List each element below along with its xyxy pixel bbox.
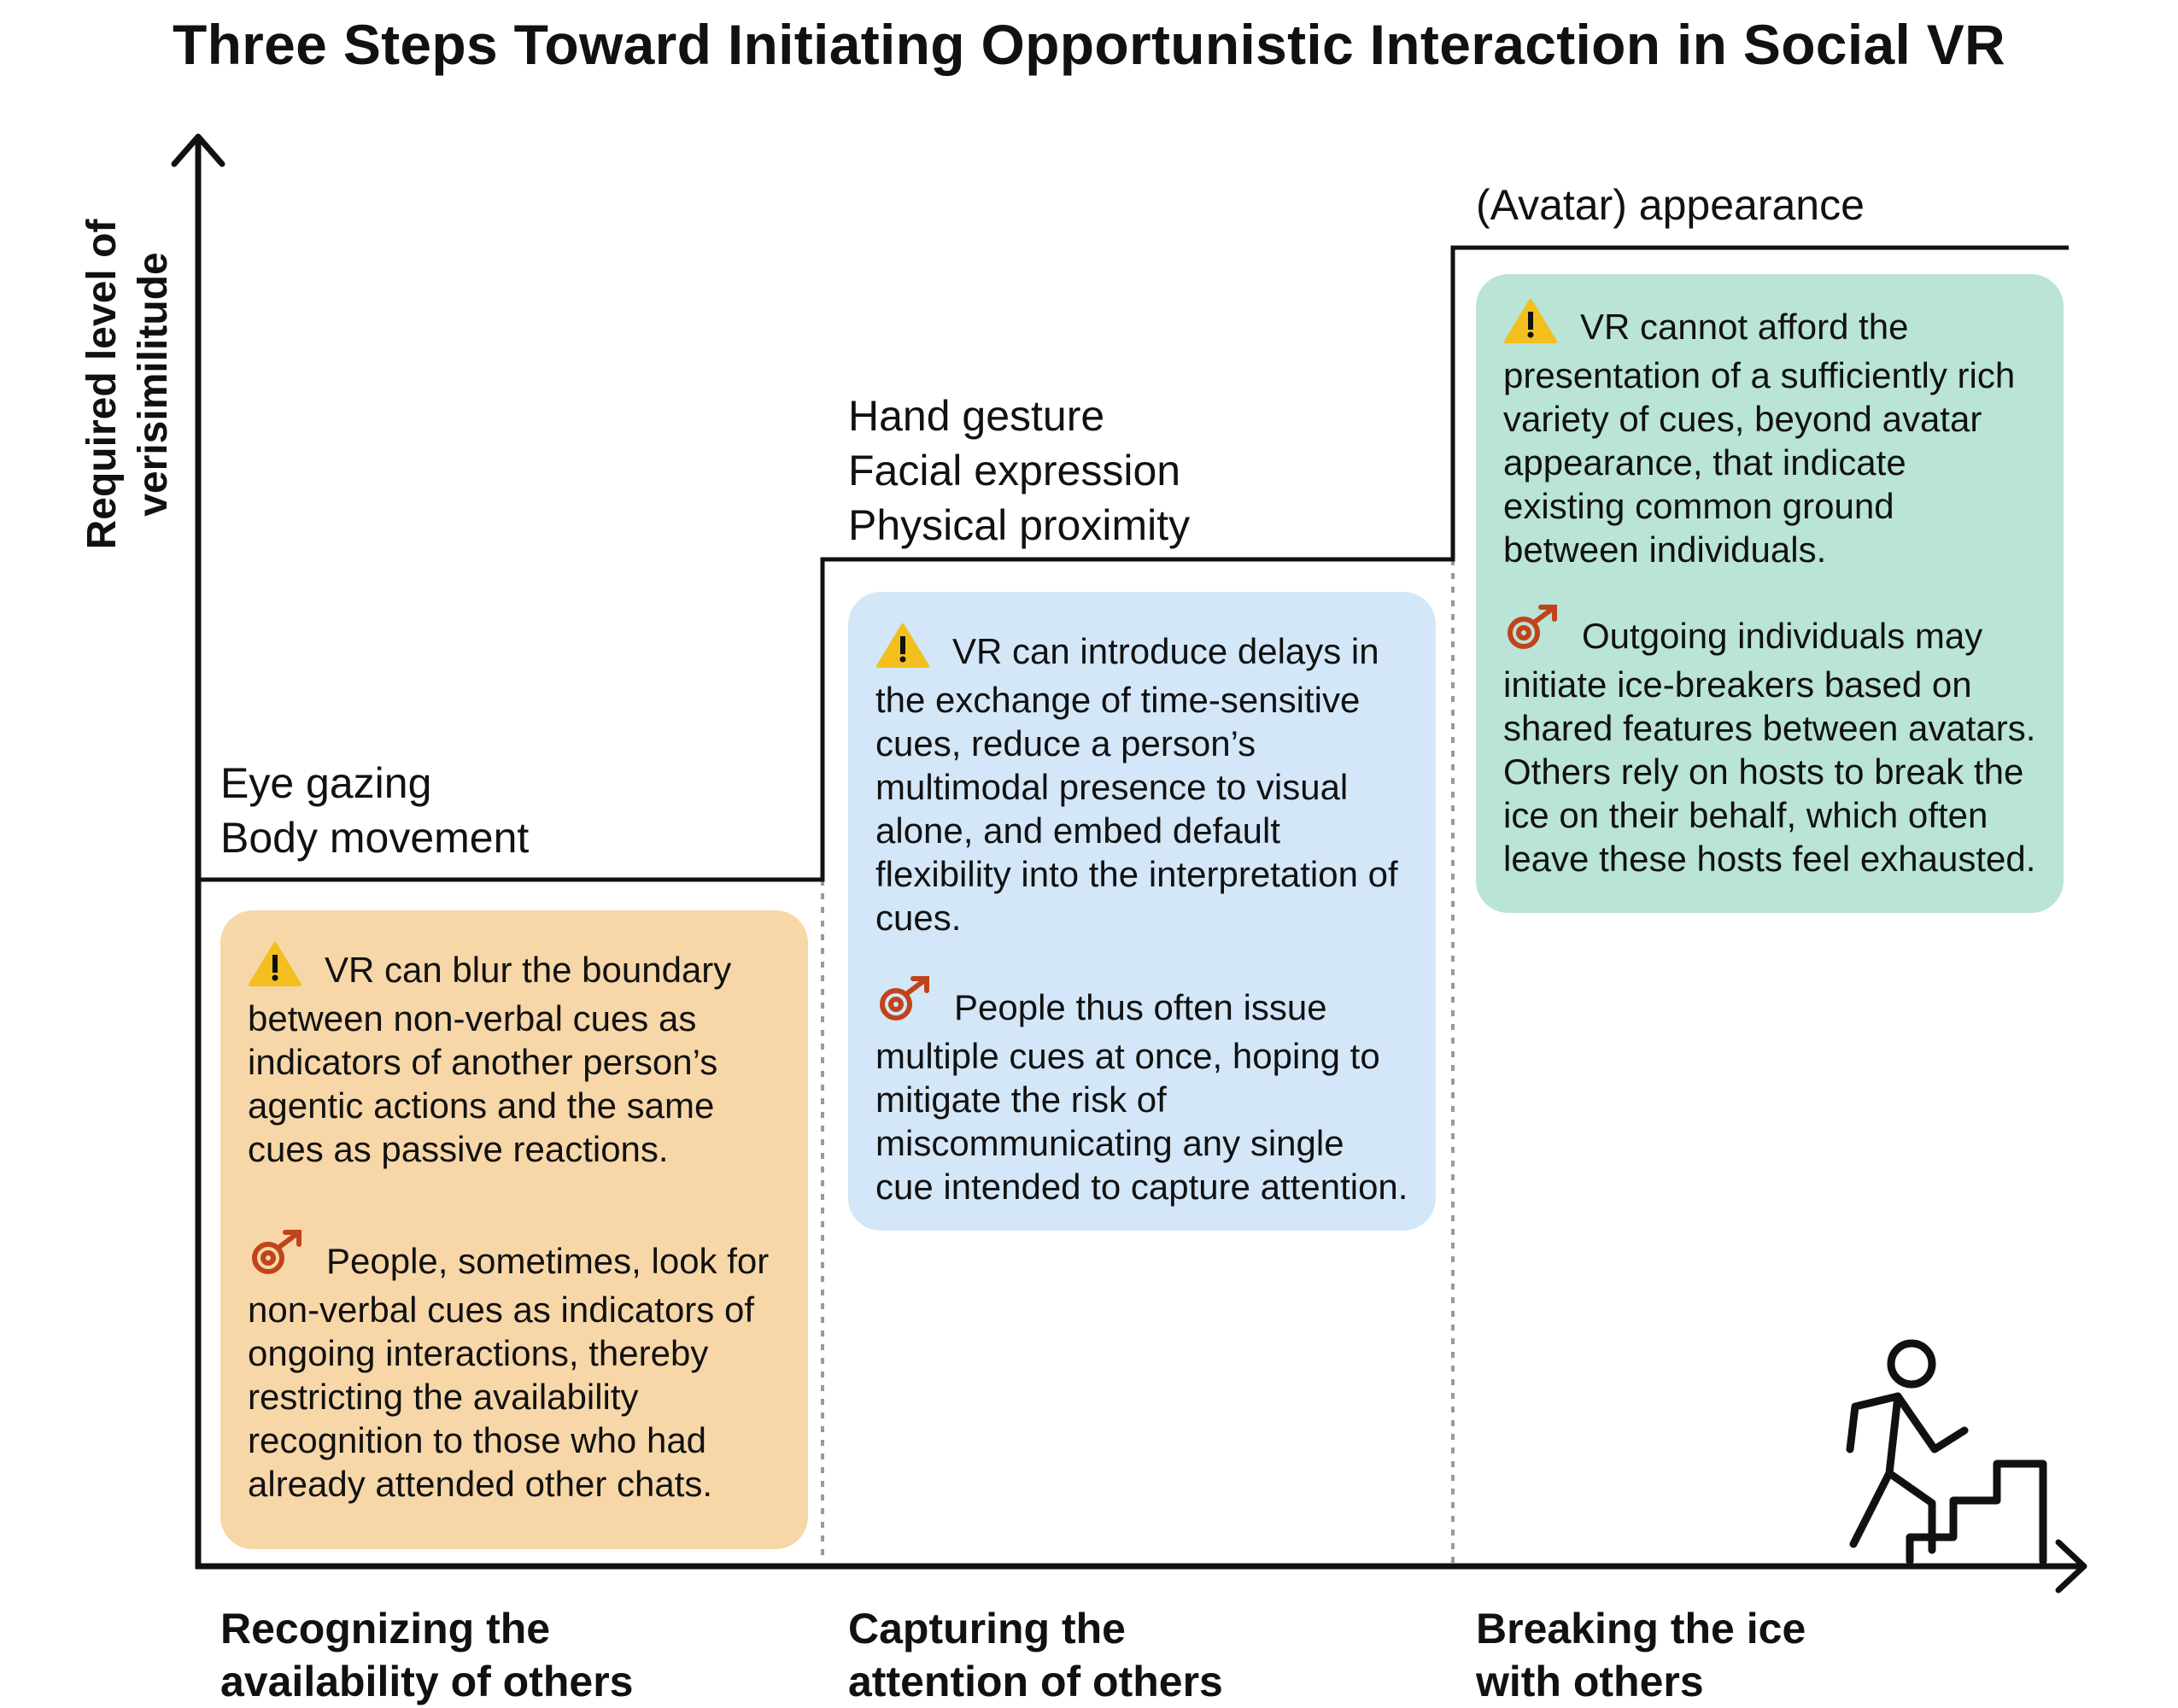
- step-2-cues: Hand gesture Facial expression Physical …: [848, 389, 1190, 553]
- strategy-finding: People thus often issue multiple cues at…: [875, 974, 1408, 1208]
- strategy-text: People thus often issue multiple cues at…: [875, 987, 1408, 1207]
- warning-text: VR can blur the boundary between non-ver…: [248, 950, 732, 1169]
- step-2-label: Capturing the attention of others: [848, 1602, 1223, 1708]
- step-label-line: Capturing the: [848, 1605, 1126, 1652]
- cue: Eye gazing: [220, 759, 432, 807]
- diagram-title: Three Steps Toward Initiating Opportunis…: [172, 13, 2006, 76]
- warning-text: VR can introduce delays in the exchange …: [875, 631, 1398, 938]
- step-2-finding-box: VR can introduce delays in the exchange …: [848, 592, 1436, 1231]
- y-axis-label-line-2: verisimilitude: [131, 252, 176, 517]
- step-3-label: Breaking the ice with others: [1476, 1602, 1806, 1708]
- warning-triangle-icon: [248, 941, 302, 997]
- step-3-finding-box: VR cannot afford the presentation of a s…: [1476, 274, 2064, 913]
- y-axis-label-line-1: Required level of: [79, 219, 125, 550]
- step-label-line: with others: [1476, 1658, 1704, 1705]
- step-1-finding-box: VR can blur the boundary between non-ver…: [220, 910, 808, 1549]
- strategy-finding: Outgoing individuals may initiate ice-br…: [1503, 602, 2036, 880]
- y-axis-arrowhead: [171, 133, 225, 167]
- warning-finding: VR can introduce delays in the exchange …: [875, 623, 1408, 939]
- strategy-finding: People, sometimes, look for non-verbal c…: [248, 1227, 781, 1506]
- male-symbol-strategy-icon: [1503, 602, 1560, 663]
- warning-finding: VR can blur the boundary between non-ver…: [248, 941, 781, 1171]
- male-symbol-strategy-icon: [875, 974, 932, 1034]
- cue: Body movement: [220, 814, 530, 862]
- person-climbing-stairs-icon: [1846, 1339, 2047, 1565]
- strategy-text: Outgoing individuals may initiate ice-br…: [1503, 616, 2036, 879]
- step-1-cues: Eye gazing Body movement: [220, 756, 529, 865]
- warning-triangle-icon: [875, 623, 930, 678]
- step-label-line: Breaking the ice: [1476, 1605, 1806, 1652]
- cue: Hand gesture: [848, 392, 1105, 440]
- warning-triangle-icon: [1503, 298, 1558, 354]
- step-3-cues: (Avatar) appearance: [1476, 178, 1865, 232]
- x-axis-arrowhead: [2055, 1539, 2087, 1594]
- strategy-text: People, sometimes, look for non-verbal c…: [248, 1241, 770, 1504]
- cue: Facial expression: [848, 447, 1181, 494]
- male-symbol-strategy-icon: [248, 1227, 304, 1288]
- step-label-line: availability of others: [220, 1658, 634, 1705]
- verisimilitude-staircase: [198, 245, 2069, 882]
- step-label-line: Recognizing the: [220, 1605, 551, 1652]
- step-label-line: attention of others: [848, 1658, 1223, 1705]
- cue: Physical proximity: [848, 501, 1191, 549]
- step-1-label: Recognizing the availability of others: [220, 1602, 633, 1708]
- cue: (Avatar) appearance: [1476, 181, 1865, 229]
- warning-finding: VR cannot afford the presentation of a s…: [1503, 298, 2036, 571]
- warning-text: VR cannot afford the presentation of a s…: [1503, 307, 2016, 570]
- y-axis-label: Required level of verisimilitude: [77, 85, 179, 683]
